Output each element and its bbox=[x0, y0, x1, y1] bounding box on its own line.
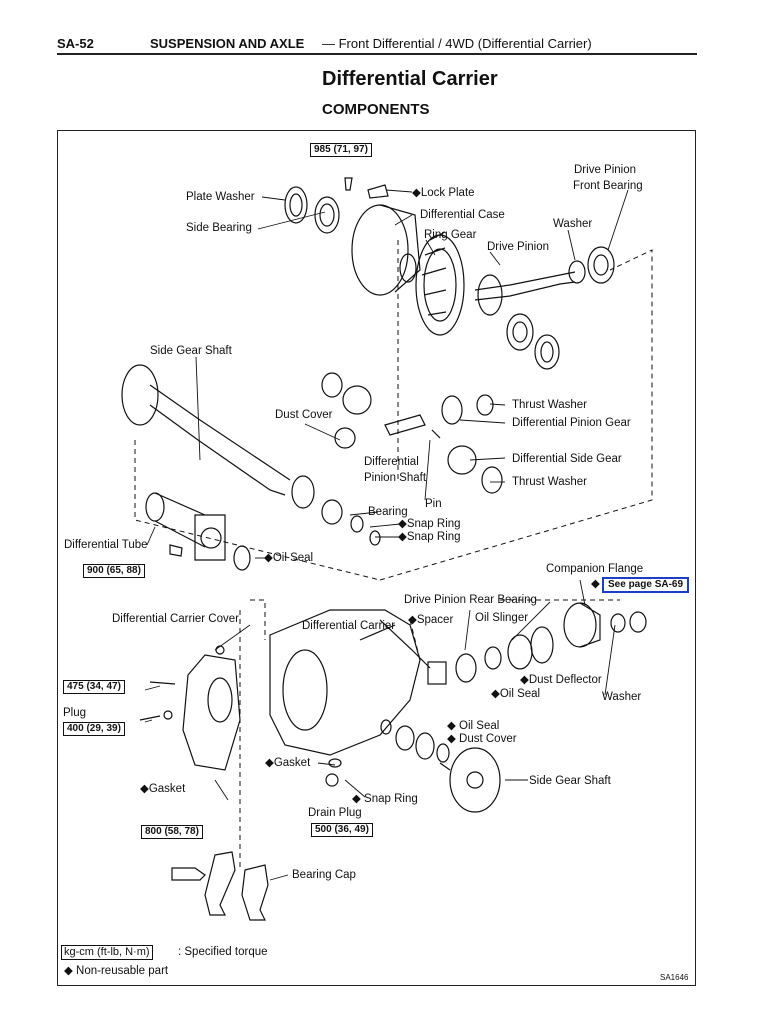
differential-carrier-housing bbox=[269, 602, 647, 756]
section-subtitle: COMPONENTS bbox=[322, 101, 430, 118]
section-title: SUSPENSION AND AXLE bbox=[150, 36, 305, 51]
bearing-caps bbox=[171, 851, 269, 921]
see-page-prefix: ◆ bbox=[591, 578, 600, 590]
label-oil-slinger: Oil Slinger bbox=[475, 612, 529, 624]
label-drive-pinion: Drive Pinion bbox=[487, 241, 549, 253]
label-washer-right: Washer bbox=[602, 691, 642, 703]
label-dust-deflector: ◆Dust Deflector bbox=[520, 674, 602, 686]
label-drive-pinion-rear-bearing: Drive Pinion Rear Bearing bbox=[404, 594, 537, 606]
label-bearing-cap: Bearing Cap bbox=[292, 869, 356, 881]
label-plate-washer: Plate Washer bbox=[186, 191, 255, 203]
label-drive-pinion-front-bearing-2: Front Bearing bbox=[573, 180, 643, 192]
differential-tube bbox=[145, 492, 251, 571]
label-lock-plate: ◆Lock Plate bbox=[412, 187, 475, 199]
diagram-frame bbox=[57, 130, 696, 986]
figure-code: SA1646 bbox=[660, 973, 689, 982]
label-snap-ring-2: ◆Snap Ring bbox=[398, 531, 461, 543]
label-thrust-washer-2: Thrust Washer bbox=[512, 476, 587, 488]
label-differential-tube: Differential Tube bbox=[64, 539, 148, 551]
label-differential-side-gear: Differential Side Gear bbox=[512, 453, 622, 465]
label-oil-seal-lower: ◆ Oil Seal bbox=[447, 720, 500, 732]
label-dust-cover-top: Dust Cover bbox=[275, 409, 333, 421]
label-plug: Plug bbox=[63, 707, 87, 719]
legend-torque-desc: : Specified torque bbox=[178, 946, 268, 958]
differential-case-assembly bbox=[284, 177, 615, 370]
torque-475: 475 (34, 47) bbox=[63, 680, 125, 694]
header-rule bbox=[57, 53, 697, 55]
label-snap-ring-1: ◆Snap Ring bbox=[398, 518, 461, 530]
label-differential-pinion-gear: Differential Pinion Gear bbox=[512, 417, 631, 429]
label-side-bearing: Side Bearing bbox=[186, 222, 252, 234]
label-dust-cover-lower: ◆ Dust Cover bbox=[447, 733, 517, 745]
torque-400: 400 (29, 39) bbox=[63, 722, 125, 736]
see-page-link[interactable]: See page SA-69 bbox=[602, 577, 690, 593]
label-differential-carrier: Differential Carrier bbox=[302, 620, 396, 632]
label-differential-carrier-cover: Differential Carrier Cover bbox=[112, 613, 239, 625]
side-gear-shaft-lower bbox=[325, 719, 501, 813]
subsection-title: — Front Differential / 4WD (Differential… bbox=[322, 36, 592, 51]
label-drive-pinion-front-bearing-1: Drive Pinion bbox=[574, 164, 636, 176]
side-gear-shaft-upper bbox=[121, 364, 503, 546]
label-spacer: ◆Spacer bbox=[408, 614, 454, 626]
differential-carrier-cover bbox=[139, 645, 241, 771]
torque-985: 985 (71, 97) bbox=[310, 143, 372, 157]
label-companion-flange: Companion Flange bbox=[546, 563, 644, 575]
label-side-gear-shaft-lower: Side Gear Shaft bbox=[529, 775, 611, 787]
label-pin: Pin bbox=[425, 498, 442, 510]
torque-900: 900 (65, 88) bbox=[83, 564, 145, 578]
page-title: Differential Carrier bbox=[322, 68, 498, 90]
label-differential-case: Differential Case bbox=[420, 209, 505, 221]
torque-500: 500 (36, 49) bbox=[311, 823, 373, 837]
page-header: SA-52 SUSPENSION AND AXLE — Front Differ… bbox=[57, 36, 697, 54]
legend-non-reusable: ◆ Non-reusable part bbox=[64, 965, 169, 977]
label-washer-top: Washer bbox=[553, 218, 593, 230]
label-drain-plug: Drain Plug bbox=[308, 807, 362, 819]
label-differential-pinion-shaft-2: Pinion Shaft bbox=[364, 472, 427, 484]
assembly-guide-lines bbox=[134, 240, 653, 870]
page-number: SA-52 bbox=[57, 36, 94, 51]
label-thrust-washer-1: Thrust Washer bbox=[512, 399, 587, 411]
torque-800: 800 (58, 78) bbox=[141, 825, 203, 839]
label-oil-seal-right: ◆Oil Seal bbox=[491, 688, 541, 700]
label-snap-ring-3: ◆ Snap Ring bbox=[352, 793, 418, 805]
label-ring-gear: Ring Gear bbox=[424, 229, 477, 241]
label-gasket-left: ◆Gasket bbox=[140, 783, 186, 795]
label-bearing: Bearing bbox=[368, 506, 408, 518]
label-differential-pinion-shaft-1: Differential bbox=[364, 456, 419, 468]
label-gasket-mid: ◆Gasket bbox=[265, 757, 311, 769]
label-oil-seal-left: ◆Oil Seal bbox=[264, 552, 314, 564]
legend-torque-key: kg-cm (ft-lb, N·m) bbox=[61, 945, 153, 960]
label-side-gear-shaft-top: Side Gear Shaft bbox=[150, 345, 232, 357]
